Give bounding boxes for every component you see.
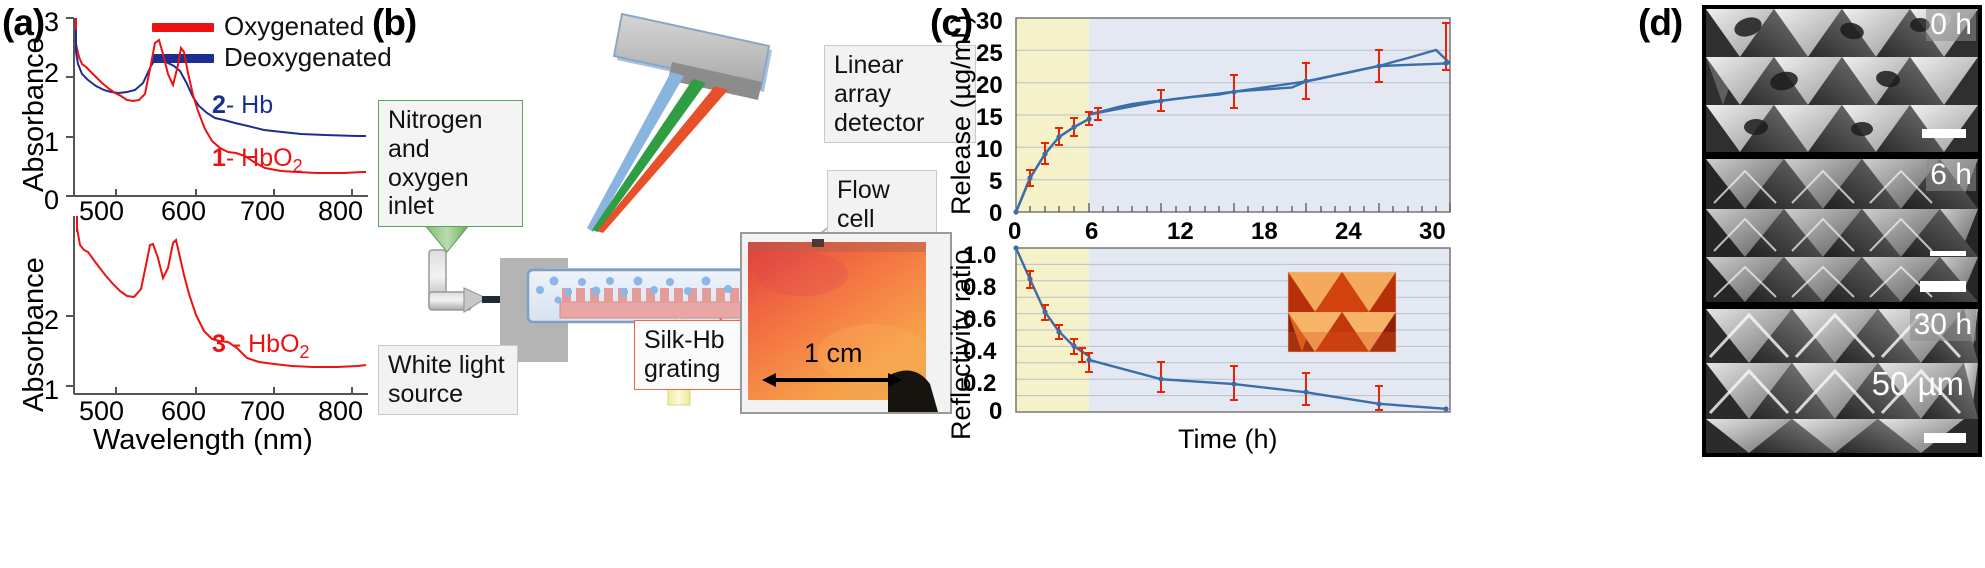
sem-scalebar-6h-small — [1930, 251, 1966, 256]
panel-b-tag: (b) — [372, 2, 417, 43]
reflectivity-plot — [1013, 245, 1451, 413]
c-xtick-6: 6 — [1085, 218, 1099, 245]
panel-d: (d) — [1630, 0, 1985, 460]
panel-b: (b) — [372, 0, 976, 460]
c-rel-ytick-0: 0 — [989, 200, 1003, 227]
panel-a-xtick-600-top: 600 — [161, 196, 207, 226]
callout-flow-cell: Flow cell — [827, 170, 937, 240]
c-xtick-12: 12 — [1167, 218, 1194, 245]
sem-image-0h: 0 h — [1706, 9, 1978, 152]
legend-swatch-oxygenated — [152, 23, 214, 32]
c-ref-ytick-10: 1.0 — [963, 242, 997, 269]
callout-nitrogen-oxygen-inlet: Nitrogen and oxygen inlet — [378, 100, 523, 227]
sem-image-6h: 6 h — [1706, 159, 1978, 302]
panel-a-xtick-500-top: 500 — [79, 196, 125, 226]
sem-label-6h: 6 h — [1926, 159, 1976, 191]
sem-scale-text-50um: 50 µm — [1871, 365, 1964, 402]
sem-label-0h: 0 h — [1926, 9, 1976, 41]
panel-a-ytick-1: 1 — [44, 127, 60, 157]
panel-c: (c) Release (µg/mL) Reflectivity ratio T… — [930, 0, 1630, 460]
c-rel-ytick-30: 30 — [976, 8, 1003, 35]
c-xtick-30: 30 — [1419, 218, 1446, 245]
reflectivity-markers — [1013, 245, 1449, 412]
c-rel-ytick-10: 10 — [976, 136, 1003, 163]
c-rel-ytick-5: 5 — [989, 168, 1003, 195]
c-rel-ytick-15: 15 — [976, 104, 1003, 131]
panel-a-svg — [66, 17, 368, 395]
panel-a-xtick-500-bot: 500 — [79, 396, 125, 426]
panel-a-ytick-0: 0 — [44, 185, 60, 215]
panel-a-xtick-700-top: 700 — [240, 196, 286, 226]
sem-scalebar-6h — [1920, 281, 1966, 292]
curve-annot-hbo2-bottom: 3 - HbO2 — [212, 330, 310, 362]
c-xtick-24: 24 — [1335, 218, 1362, 245]
silk-photo-svg — [742, 234, 950, 412]
curve-oxygenated — [75, 38, 366, 174]
sem-scalebar-30h — [1924, 433, 1966, 443]
panel-a-b-ytick-2: 2 — [44, 305, 60, 335]
c-ref-ytick-08: 0.8 — [963, 274, 997, 301]
silk-sample-photo: 1 cm — [740, 232, 952, 414]
light-beams — [587, 72, 728, 233]
panel-a: (a) Absorbance Absorbance 3 2 1 0 2 1 50… — [0, 0, 392, 460]
c-rel-ytick-25: 25 — [976, 40, 1003, 67]
panel-a-b-ytick-1: 1 — [44, 375, 60, 405]
c-xtick-0: 0 — [1008, 218, 1022, 245]
panel-a-tag: (a) — [2, 2, 45, 43]
curve-annot-hbo2: 1- HbO2 — [212, 144, 303, 176]
callout-silk-hb-grating: Silk-Hb grating — [634, 320, 754, 390]
panel-a-xtick-600-bot: 600 — [161, 396, 207, 426]
panel-d-tag: (d) — [1638, 2, 1683, 43]
panel-a-top-axes — [66, 17, 368, 197]
reflectivity-inset-micrograph — [1287, 271, 1397, 353]
panel-a-ytick-3: 3 — [44, 7, 60, 37]
panel-c-xlabel: Time (h) — [1178, 424, 1278, 454]
panel-a-ytick-2: 2 — [44, 58, 60, 88]
release-plot — [1013, 17, 1451, 215]
panel-a-xlabel: Wavelength (nm) — [93, 424, 313, 456]
panel-a-bottom-axes — [66, 216, 368, 395]
curve-deoxygenated — [75, 51, 366, 137]
c-ref-ytick-02: 0.2 — [963, 370, 997, 397]
linear-array-detector-graphic — [612, 12, 772, 100]
callout-linear-array-detector: Linear array detector — [824, 45, 976, 144]
curve-hbo2-bottom — [76, 227, 367, 368]
panel-c-tag: (c) — [930, 2, 973, 43]
panel-a-xtick-700-bot: 700 — [240, 396, 286, 426]
panel-b-svg — [422, 12, 866, 406]
c-xtick-18: 18 — [1251, 218, 1278, 245]
sem-6h-svg — [1706, 159, 1978, 302]
c-ref-ytick-04: 0.4 — [963, 338, 997, 365]
sem-image-30h: 30 h 50 µm — [1706, 309, 1978, 453]
sem-label-30h: 30 h — [1909, 309, 1976, 341]
legend-swatch-deoxygenated — [152, 54, 214, 63]
legend-label-oxygenated: Oxygenated — [224, 11, 365, 41]
panel-c-svg — [1013, 17, 1451, 413]
curve-annot-hb: 2- Hb — [212, 91, 274, 119]
c-ref-ytick-00: 0 — [989, 398, 1003, 425]
sem-image-stack: 0 h — [1702, 5, 1982, 457]
panel-a-xtick-800-bot: 800 — [318, 396, 364, 426]
callout-white-light-source: White light source — [378, 345, 518, 415]
panel-a-xtick-800-top: 800 — [318, 196, 364, 226]
release-markers — [1013, 60, 1449, 215]
c-ref-ytick-06: 0.6 — [963, 306, 997, 333]
c-rel-ytick-20: 20 — [976, 72, 1003, 99]
sem-scalebar-0h — [1922, 129, 1966, 138]
legend-label-deoxygenated: Deoxygenated — [224, 42, 392, 72]
silk-photo-scale-label: 1 cm — [804, 338, 863, 368]
